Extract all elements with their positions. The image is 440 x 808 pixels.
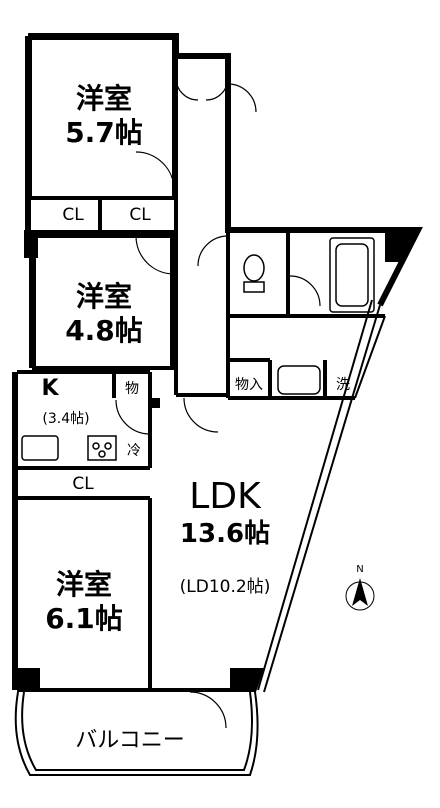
- room-western-3-name: 洋室: [55, 568, 112, 601]
- room-kitchen-size: (3.4帖): [42, 411, 90, 427]
- room-western-2-size: 4.8帖: [65, 314, 143, 347]
- room-ldk-name: LDK: [189, 476, 261, 517]
- room-western-1-name: 洋室: [75, 82, 132, 115]
- room-western-2-name: 洋室: [75, 280, 132, 313]
- closet-3-label: CL: [72, 474, 94, 494]
- room-kitchen-name: K: [41, 376, 59, 401]
- closet-1-label: CL: [62, 205, 84, 225]
- storeroom-label: 物入: [235, 377, 263, 393]
- closet-2-label: CL: [129, 205, 151, 225]
- room-western-1-size: 5.7帖: [65, 116, 143, 149]
- washer-label: 洗: [336, 377, 350, 393]
- ldk-window: [257, 299, 386, 693]
- balcony-outline: [14, 691, 259, 776]
- room-ldk: LDK 13.6帖: [150, 476, 300, 550]
- room-western-3: 洋室 6.1帖: [44, 568, 124, 636]
- interior-walls: [17, 36, 385, 692]
- room-western-1: 洋室 5.7帖: [64, 82, 144, 150]
- bath-fixtures: [21, 237, 375, 461]
- fridge-label: 冷: [127, 443, 141, 459]
- room-western-2: 洋室 4.8帖: [64, 280, 144, 348]
- door-swings: [115, 77, 321, 729]
- room-ldk-detail: (LD10.2帖): [179, 577, 271, 597]
- room-western-3-size: 6.1帖: [45, 602, 123, 635]
- compass-icon: [345, 578, 375, 611]
- structural-columns: [18, 230, 420, 692]
- pantry-label: 物: [125, 381, 139, 397]
- balcony-label: バルコニー: [75, 728, 185, 753]
- compass-north-label: N: [356, 564, 364, 575]
- room-ldk-size: 13.6帖: [179, 519, 271, 549]
